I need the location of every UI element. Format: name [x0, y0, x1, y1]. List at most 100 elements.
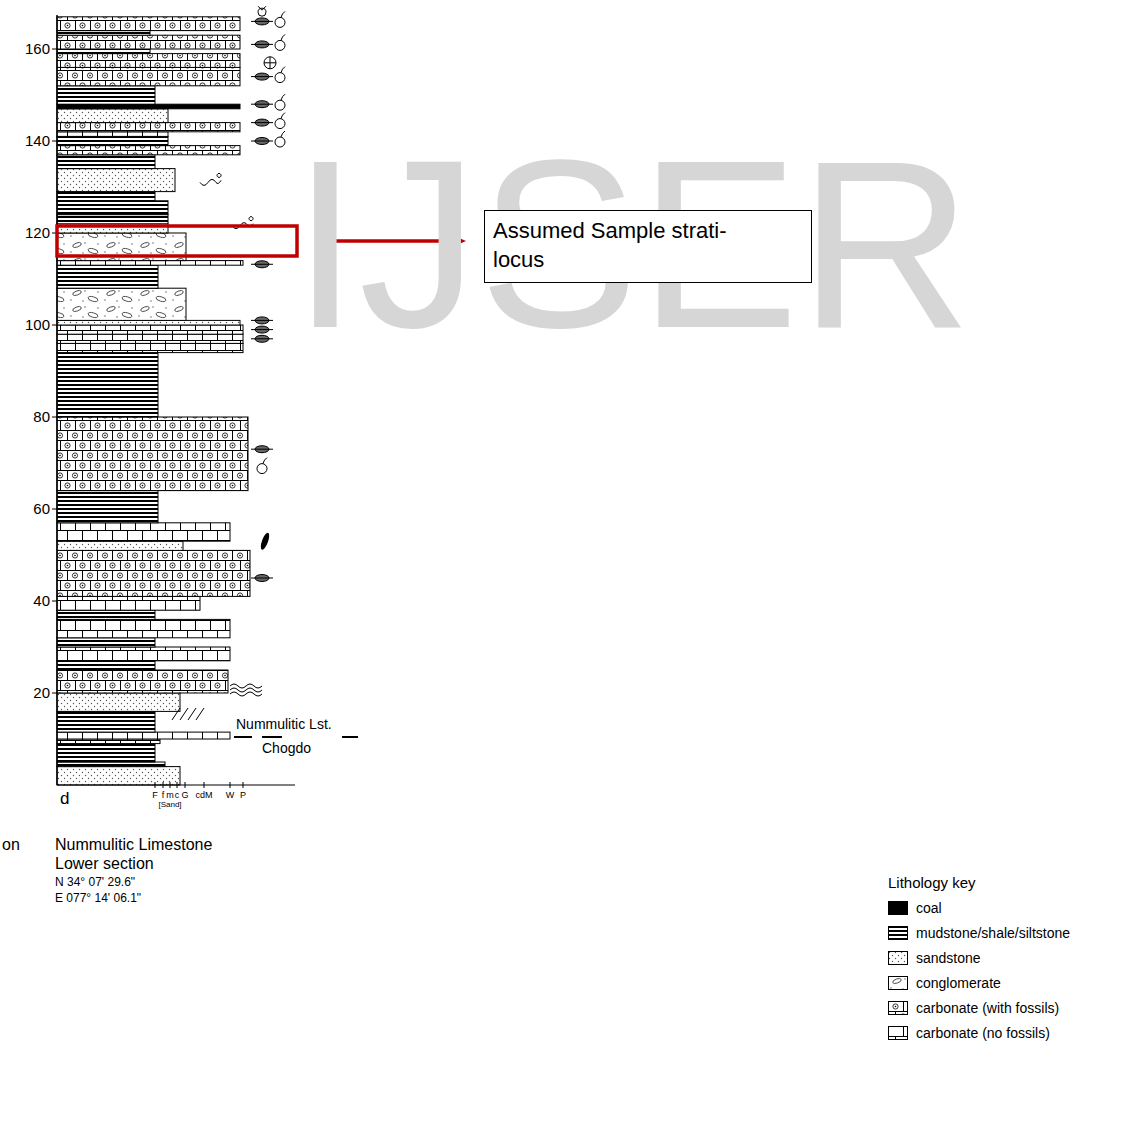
shell-symbol — [275, 17, 285, 27]
lithology-bed — [57, 132, 168, 137]
legend-pattern — [889, 1027, 908, 1040]
lithology-bed — [57, 192, 155, 201]
lithology-bed — [57, 155, 155, 169]
shell-symbol — [281, 11, 285, 17]
legend-row: mudstone/shale/siltstone — [888, 925, 1070, 941]
lens-symbol — [251, 104, 273, 105]
axis-tick — [52, 325, 57, 326]
shell-symbol — [275, 119, 285, 129]
lithology-bed — [57, 596, 200, 610]
shell-symbol — [281, 131, 285, 137]
boundary-mark — [234, 736, 252, 738]
cross-bedding-symbol — [196, 708, 204, 720]
shell-symbol — [281, 94, 285, 100]
lens-symbol — [251, 44, 273, 45]
sample-marker — [57, 226, 297, 256]
lens-symbol — [251, 338, 273, 339]
legend-swatch — [888, 926, 908, 940]
cross-bedding-symbol — [180, 708, 188, 720]
grain-size-group: [Sand] — [150, 800, 190, 809]
lithology-bed — [57, 343, 243, 352]
legend-pattern — [889, 952, 908, 965]
axis-number: 80 — [8, 408, 50, 425]
lithology-bed — [57, 619, 230, 637]
lens-symbol — [251, 320, 273, 321]
section-letter: d — [60, 789, 69, 809]
axis-tick — [52, 141, 57, 142]
shell-symbol — [281, 67, 285, 73]
boundary-mark — [262, 736, 282, 738]
legend-row: conglomerate — [888, 975, 1001, 991]
legend-pattern — [889, 977, 908, 990]
legend-pattern — [889, 927, 908, 940]
lithology-bed — [57, 67, 240, 85]
lithology-bed — [57, 762, 165, 767]
shell-symbol — [275, 73, 285, 83]
legend-swatch — [888, 951, 908, 965]
cross-bedding-symbol — [188, 708, 196, 720]
lithology-bed — [57, 215, 168, 224]
lens-symbol — [251, 141, 273, 142]
lithology-bed — [57, 136, 168, 145]
axis-tick — [185, 782, 186, 788]
lithology-bed — [57, 550, 250, 596]
legend-text: mudstone/shale/siltstone — [916, 925, 1070, 941]
legend-title: Lithology key — [888, 874, 976, 891]
boundary-mark — [342, 736, 358, 738]
caption-text: Lower section — [55, 855, 154, 873]
lithology-bed — [57, 693, 180, 711]
axis-tick — [204, 782, 205, 788]
lithology-bed — [57, 288, 186, 320]
lithology-bed — [57, 417, 248, 491]
lens-symbol — [251, 122, 273, 123]
legend-swatch — [888, 901, 908, 915]
lithology-bed — [57, 31, 150, 36]
grain-size-code: cdM — [194, 790, 214, 800]
legend-pattern — [889, 1002, 908, 1015]
lithology-bed — [57, 201, 168, 215]
legend-text: sandstone — [916, 950, 981, 966]
shell-symbol — [275, 40, 285, 50]
formation-name: Chogdo — [262, 740, 311, 756]
axis-group — [52, 15, 295, 788]
legend-row: sandstone — [888, 950, 981, 966]
lithology-bed — [57, 123, 240, 132]
lithology-bed — [57, 523, 230, 541]
lithology-bed — [57, 169, 175, 192]
shell-symbol — [281, 34, 285, 40]
fossil-symbol — [258, 8, 266, 16]
axis-tick — [243, 782, 244, 788]
shell-symbol — [275, 100, 285, 110]
lithology-bed — [57, 739, 160, 744]
lithology-bed — [57, 711, 155, 732]
coordinate-text: N 34° 07' 29.6" — [55, 876, 135, 890]
shell-symbol — [275, 137, 285, 147]
legend-swatch — [888, 976, 908, 990]
axis-tick — [177, 782, 178, 788]
grain-axis — [57, 784, 295, 785]
lithology-bed — [57, 104, 240, 109]
shell-symbol — [263, 458, 267, 464]
lens-symbol — [251, 264, 273, 265]
lithology-bed — [57, 767, 180, 785]
trace-fossil-symbol — [200, 173, 221, 185]
axis-number: 40 — [8, 592, 50, 609]
lithology-bed — [57, 744, 155, 762]
ripple-symbol — [230, 684, 262, 688]
legend-swatch — [888, 1001, 908, 1015]
lithology-bed — [57, 334, 243, 343]
axis-tick — [52, 49, 57, 50]
lithology-bed — [57, 261, 243, 266]
axis-tick — [52, 601, 57, 602]
lithology-bed — [57, 17, 240, 31]
axis-tick — [230, 782, 231, 788]
lithology-bed — [57, 353, 158, 417]
lens-symbol — [251, 578, 273, 579]
lens-symbol — [251, 76, 273, 77]
legend-swatch — [888, 1026, 908, 1040]
legend-row: carbonate (with fossils) — [888, 1000, 1059, 1016]
caption-text: Nummulitic Limestone — [55, 836, 212, 854]
bivalve-symbol — [259, 532, 271, 551]
axis-tick — [52, 417, 57, 418]
